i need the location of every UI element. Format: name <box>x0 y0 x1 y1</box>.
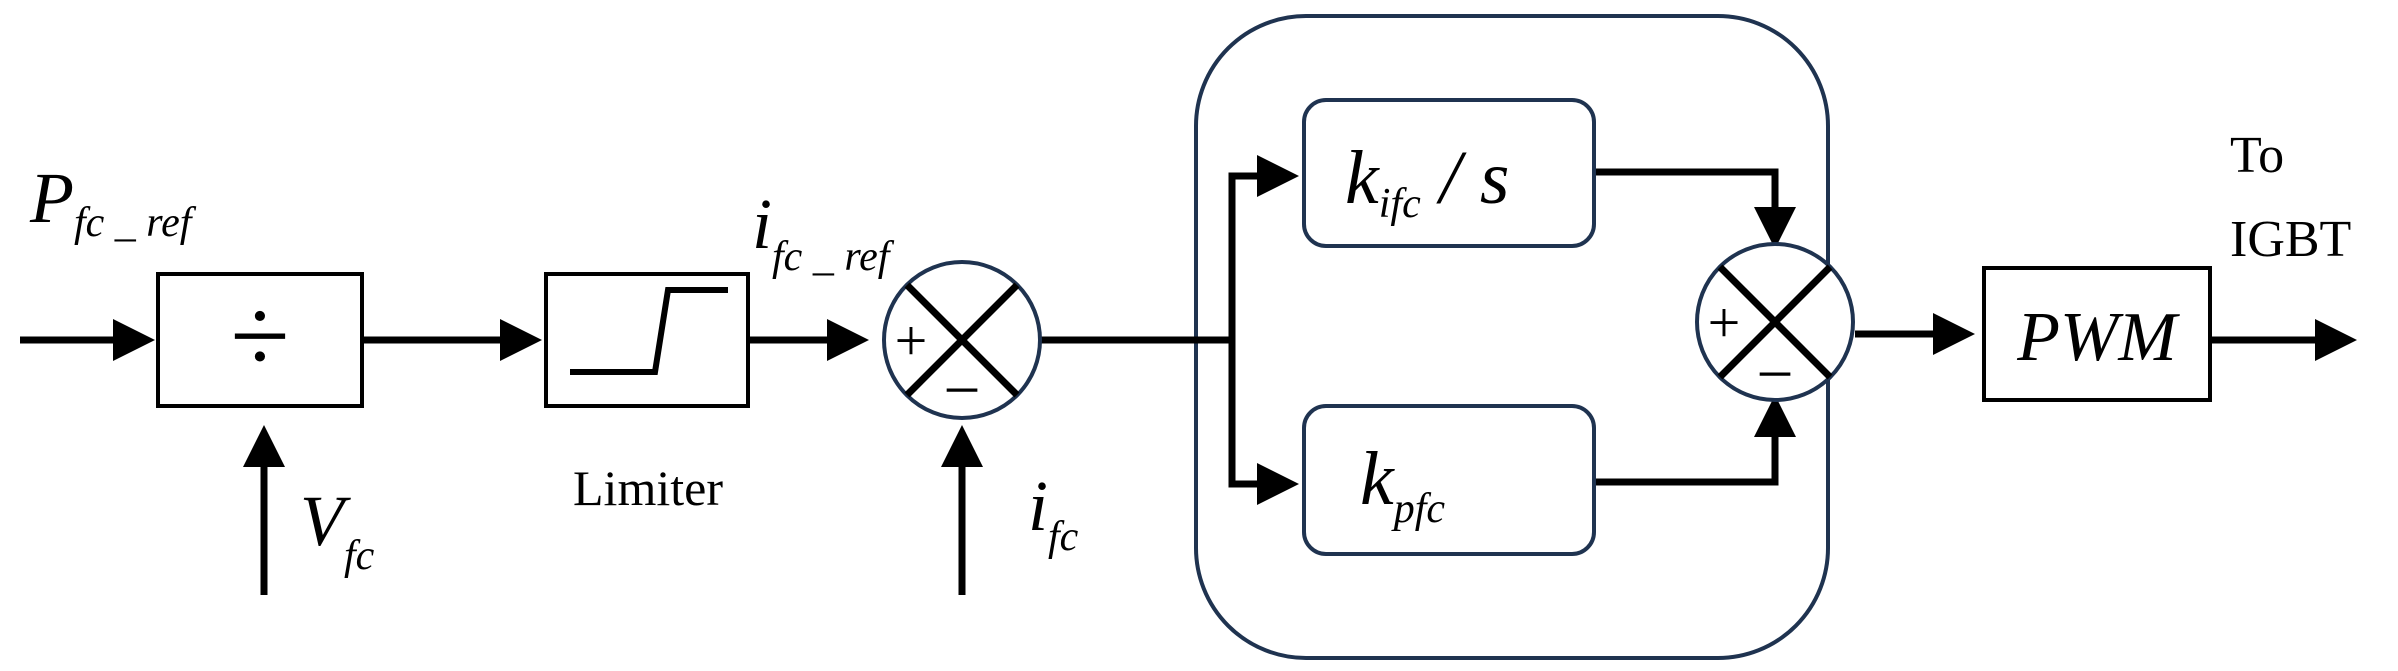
integral-to-sum-arrow <box>1594 168 1796 249</box>
output-destination-line1: To <box>2230 127 2284 184</box>
proportional-gain-subscript: pfc <box>1391 486 1446 532</box>
error-sum-plus-sign: + <box>895 308 928 373</box>
voltage-symbol: V <box>300 481 351 561</box>
current-feedback-subscript: fc <box>1048 514 1079 560</box>
error-sum-minus-sign: − <box>943 354 980 427</box>
power-reference-symbol: P <box>29 158 74 238</box>
proportional-gain-symbol: k <box>1360 437 1395 521</box>
power-reference-label: Pfc _ ref <box>29 158 197 246</box>
proportional-gain-block <box>1302 404 1596 556</box>
voltage-subscript: fc <box>344 533 375 579</box>
integral-gain-block <box>1302 98 1596 248</box>
limiter-block <box>544 272 750 408</box>
pi-summing-junction: + − <box>1695 242 1855 411</box>
pwm-label: PWM <box>2016 299 2180 376</box>
current-reference-label: ifc _ ref <box>752 184 895 280</box>
error-summing-junction: + − <box>882 260 1042 427</box>
integral-gain-label: kifc / s <box>1345 136 1509 227</box>
limiter-label: Limiter <box>573 460 723 516</box>
voltage-label: Vfc <box>300 481 375 579</box>
pi-sum-minus-sign: − <box>1756 338 1793 411</box>
output-destination-line2: IGBT <box>2230 211 2351 268</box>
integral-gain-symbol: k <box>1345 136 1380 220</box>
to-integral-arrow <box>1228 155 1299 340</box>
current-feedback-symbol: i <box>1028 466 1048 546</box>
saturation-curve-icon <box>570 287 728 375</box>
proportional-to-sum-arrow <box>1594 395 1796 486</box>
integral-gain-suffix: / s <box>1421 136 1510 220</box>
divider-block <box>156 272 364 408</box>
proportional-gain-label: kpfc <box>1360 437 1445 532</box>
divider-symbol: ÷ <box>230 277 289 396</box>
current-reference-subscript: fc _ ref <box>772 234 895 280</box>
current-reference-symbol: i <box>752 184 772 264</box>
pi-sum-plus-sign: + <box>1708 290 1741 355</box>
current-feedback-label: ifc <box>1028 466 1079 560</box>
integral-gain-subscript: ifc <box>1379 181 1421 227</box>
power-reference-subscript: fc _ ref <box>74 200 197 246</box>
pwm-block <box>1982 266 2212 402</box>
to-proportional-arrow <box>1228 340 1299 505</box>
